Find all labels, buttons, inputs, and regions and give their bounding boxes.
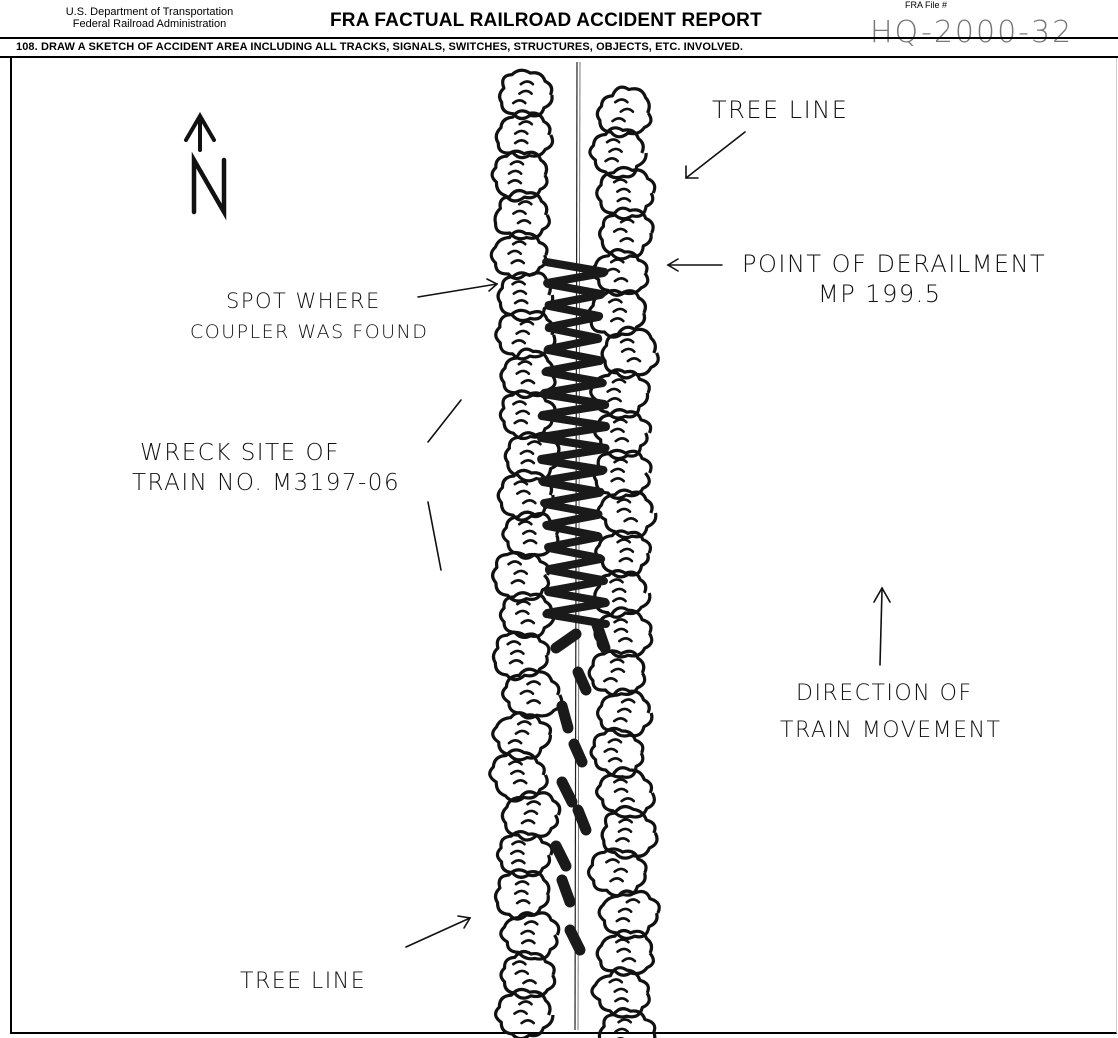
wreck-label-line2: TRAIN NO. M3197-06 — [132, 470, 400, 496]
derailed-car — [556, 634, 576, 648]
wreck-site-line-upper — [428, 400, 461, 442]
derailed-car — [562, 880, 570, 902]
direction-label-line2: TRAIN MOVEMENT — [780, 718, 1001, 743]
north-label: N — [188, 69, 190, 71]
derailed-car — [549, 548, 600, 558]
derailed-car — [556, 846, 566, 866]
tree-line-west — [490, 70, 562, 1038]
coupler-label-line2: COUPLER WAS FOUND — [190, 321, 428, 343]
tree-line-bottom-label: TREE LINE — [240, 969, 366, 994]
derailed-car — [547, 603, 605, 613]
tree-line-top-arrow — [686, 132, 745, 178]
derailed-car — [549, 570, 603, 580]
tree-icon — [598, 689, 652, 736]
derailed-car — [547, 526, 598, 536]
tree-line-top-label: TREE LINE — [712, 96, 848, 124]
derailed-car — [574, 744, 582, 762]
wreck-site-line-lower — [428, 502, 441, 570]
direction-arrow — [880, 590, 882, 665]
milepost-label: MP 199.5 — [818, 280, 942, 308]
derailed-car — [597, 625, 605, 648]
coupler-label-line1: SPOT WHERE — [226, 289, 381, 313]
tree-icon — [598, 490, 656, 537]
derailed-car — [562, 706, 568, 728]
derailed-car — [578, 810, 586, 830]
north-arrow-icon — [186, 116, 224, 212]
derailed-car — [547, 361, 600, 371]
derailed-car — [542, 405, 605, 415]
track — [575, 62, 580, 1030]
coupler-arrow — [418, 284, 497, 297]
tree-line-bottom-arrow — [406, 918, 470, 947]
derailed-car — [562, 782, 572, 802]
direction-label-line1: DIRECTION OF — [796, 681, 973, 706]
wreck-label-line1: WRECK SITE OF — [140, 440, 340, 466]
tree-icon — [597, 768, 655, 817]
derailed-car — [578, 672, 586, 690]
tree-icon — [599, 1009, 654, 1038]
point-of-derailment-label: POINT OF DERAILMENT — [742, 250, 1046, 278]
derailed-car — [547, 350, 598, 360]
